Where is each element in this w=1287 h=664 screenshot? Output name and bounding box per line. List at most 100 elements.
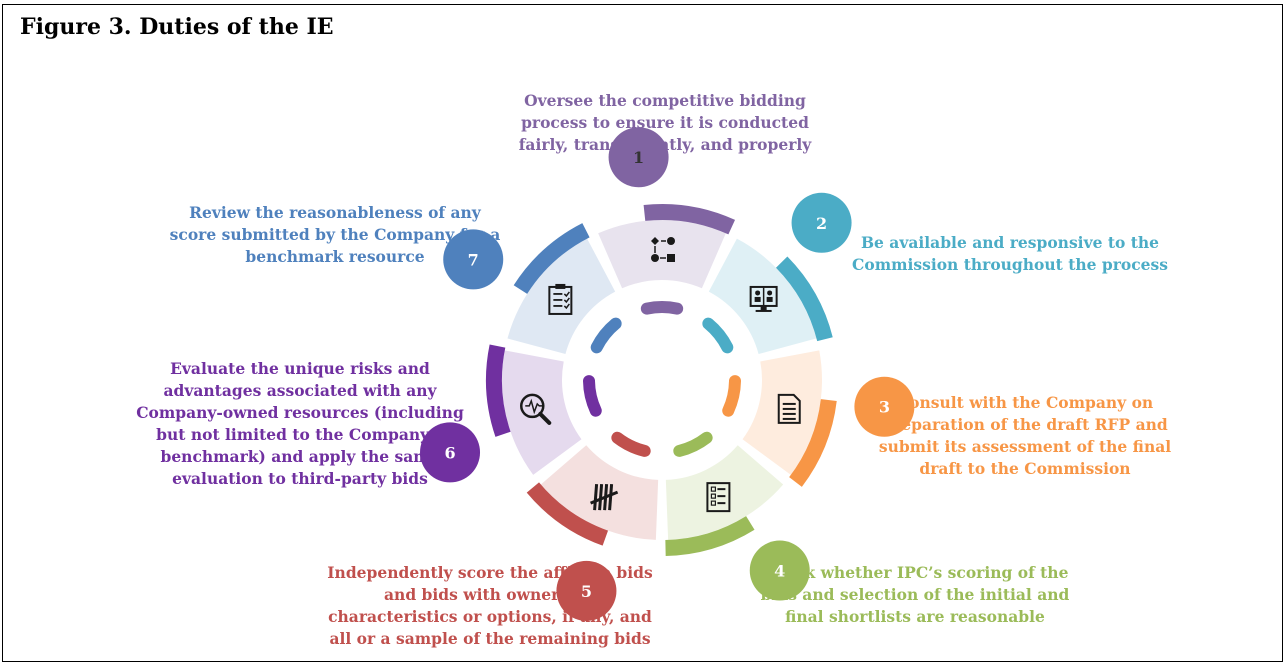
number-badge <box>443 229 504 290</box>
duty-7-line: benchmark resource <box>245 247 425 266</box>
document-icon <box>777 393 801 424</box>
duty-6-line: Evaluate the unique risks and <box>170 359 430 378</box>
circle-shape <box>651 254 659 262</box>
lens <box>520 393 545 419</box>
duty-6-line: advantages associated with any <box>163 381 437 400</box>
person-body <box>766 296 773 302</box>
duty-segment-4: 4 <box>665 431 810 601</box>
number-badge <box>791 192 852 253</box>
segment-band <box>513 223 590 294</box>
list-frame <box>706 482 731 513</box>
duty-segment-2: 2 <box>702 192 852 355</box>
step-number: 6 <box>444 443 455 462</box>
check-mark <box>563 291 570 298</box>
number-badge <box>608 127 669 188</box>
step-number: 3 <box>879 398 890 417</box>
inner-accent-arc <box>611 431 651 457</box>
number-badge <box>556 560 617 621</box>
tally-strike <box>590 490 619 505</box>
duty-6-line: evaluation to third-party bids <box>172 469 428 488</box>
duty-1-line: Oversee the competitive bidding <box>524 91 806 110</box>
inner-accent-arc <box>583 375 602 417</box>
check-mark <box>563 297 570 304</box>
duty-segment-1: 1 <box>598 127 736 315</box>
duty-5-line: and bids with ownership <box>384 585 596 604</box>
duty-2-line: Commission throughout the process <box>852 255 1168 274</box>
number-badge <box>420 422 481 483</box>
segment-band <box>665 516 755 556</box>
duty-2-text: Be available and responsive to the Commi… <box>840 232 1180 276</box>
inner-accent-arc <box>722 375 741 417</box>
person-body <box>754 296 761 302</box>
tally-mark <box>608 484 614 511</box>
segment-band <box>775 256 833 342</box>
segment-wedge <box>708 238 817 355</box>
checkbox <box>710 493 717 499</box>
inner-accent-arc <box>673 431 713 457</box>
step-number: 7 <box>468 250 479 269</box>
duty-segment-3: 3 <box>722 350 915 487</box>
figure-title: Figure 3. Duties of the IE <box>20 14 334 40</box>
person-head <box>755 290 761 296</box>
duty-3-line: submit its assessment of the final <box>878 437 1172 456</box>
handle <box>538 411 552 425</box>
duty-3-line: Consult with the Company on <box>896 393 1154 412</box>
inner-accent-arc <box>702 317 734 354</box>
figure-frame <box>2 4 1283 662</box>
square-shape <box>667 254 675 262</box>
duty-4-line: final shortlists are reasonable <box>785 607 1045 626</box>
duty-6-line: Company-owned resources (including <box>136 403 464 422</box>
duty-1-line: process to ensure it is conducted <box>521 113 809 132</box>
video-conference-icon <box>749 285 778 312</box>
inner-accent-arc <box>590 317 622 354</box>
duty-6-line: benchmark) and apply the same <box>160 447 440 466</box>
monitor-base <box>755 309 772 312</box>
step-number: 5 <box>581 582 592 601</box>
duty-7-line: score submitted by the Company for a <box>169 225 501 244</box>
diamond-shape <box>651 237 659 245</box>
step-number: 1 <box>633 148 644 167</box>
clipboard-icon <box>548 283 573 315</box>
number-badge <box>749 540 810 601</box>
duty-4-text: Check whether IPC’s scoring of the bids … <box>745 562 1085 628</box>
segment-wedge <box>665 445 784 540</box>
tally-mark <box>593 484 599 511</box>
check-mark <box>563 303 570 310</box>
clip <box>555 283 566 289</box>
magnifier-analysis-icon <box>520 393 552 425</box>
duty-segment-6: 6 <box>420 344 602 483</box>
duty-7-line: Review the reasonableness of any <box>189 203 481 222</box>
segment-wedge <box>742 350 822 475</box>
duty-5-line: all or a sample of the remaining bids <box>329 629 651 648</box>
duty-3-line: preparation of the draft RFP and <box>882 415 1168 434</box>
segment-band <box>789 399 837 487</box>
segment-band <box>526 482 609 546</box>
checkbox <box>710 500 717 506</box>
inner-accent-arc <box>640 301 684 315</box>
page-shape <box>777 393 801 424</box>
duty-6-line: but not limited to the Company’s <box>156 425 444 444</box>
monitor-stand <box>760 305 767 311</box>
duty-4-line: Check whether IPC’s scoring of the <box>761 563 1069 582</box>
duty-3-line: draft to the Commission <box>919 459 1131 478</box>
duty-6-text: Evaluate the unique risks and advantages… <box>125 358 475 490</box>
tally-marks-icon <box>590 484 619 511</box>
duty-4-line: bids and selection of the initial and <box>760 585 1070 604</box>
duty-segment-5: 5 <box>526 431 659 621</box>
duty-3-text: Consult with the Company on preparation … <box>860 392 1190 480</box>
step-number: 2 <box>816 214 827 233</box>
duty-7-text: Review the reasonableness of any score s… <box>150 202 520 268</box>
pulse-line <box>525 398 543 415</box>
tally-mark <box>598 484 604 511</box>
circle-shape <box>667 237 675 245</box>
segment-band <box>643 204 736 235</box>
person-head <box>767 290 773 296</box>
duty-segment-7: 7 <box>443 223 622 355</box>
duty-1-text: Oversee the competitive bidding process … <box>505 90 825 156</box>
step-number: 4 <box>774 562 785 581</box>
segment-band <box>486 344 511 437</box>
duty-2-line: Be available and responsive to the <box>860 233 1160 252</box>
flowchart-icon <box>651 237 675 262</box>
checklist-icon <box>706 482 731 513</box>
